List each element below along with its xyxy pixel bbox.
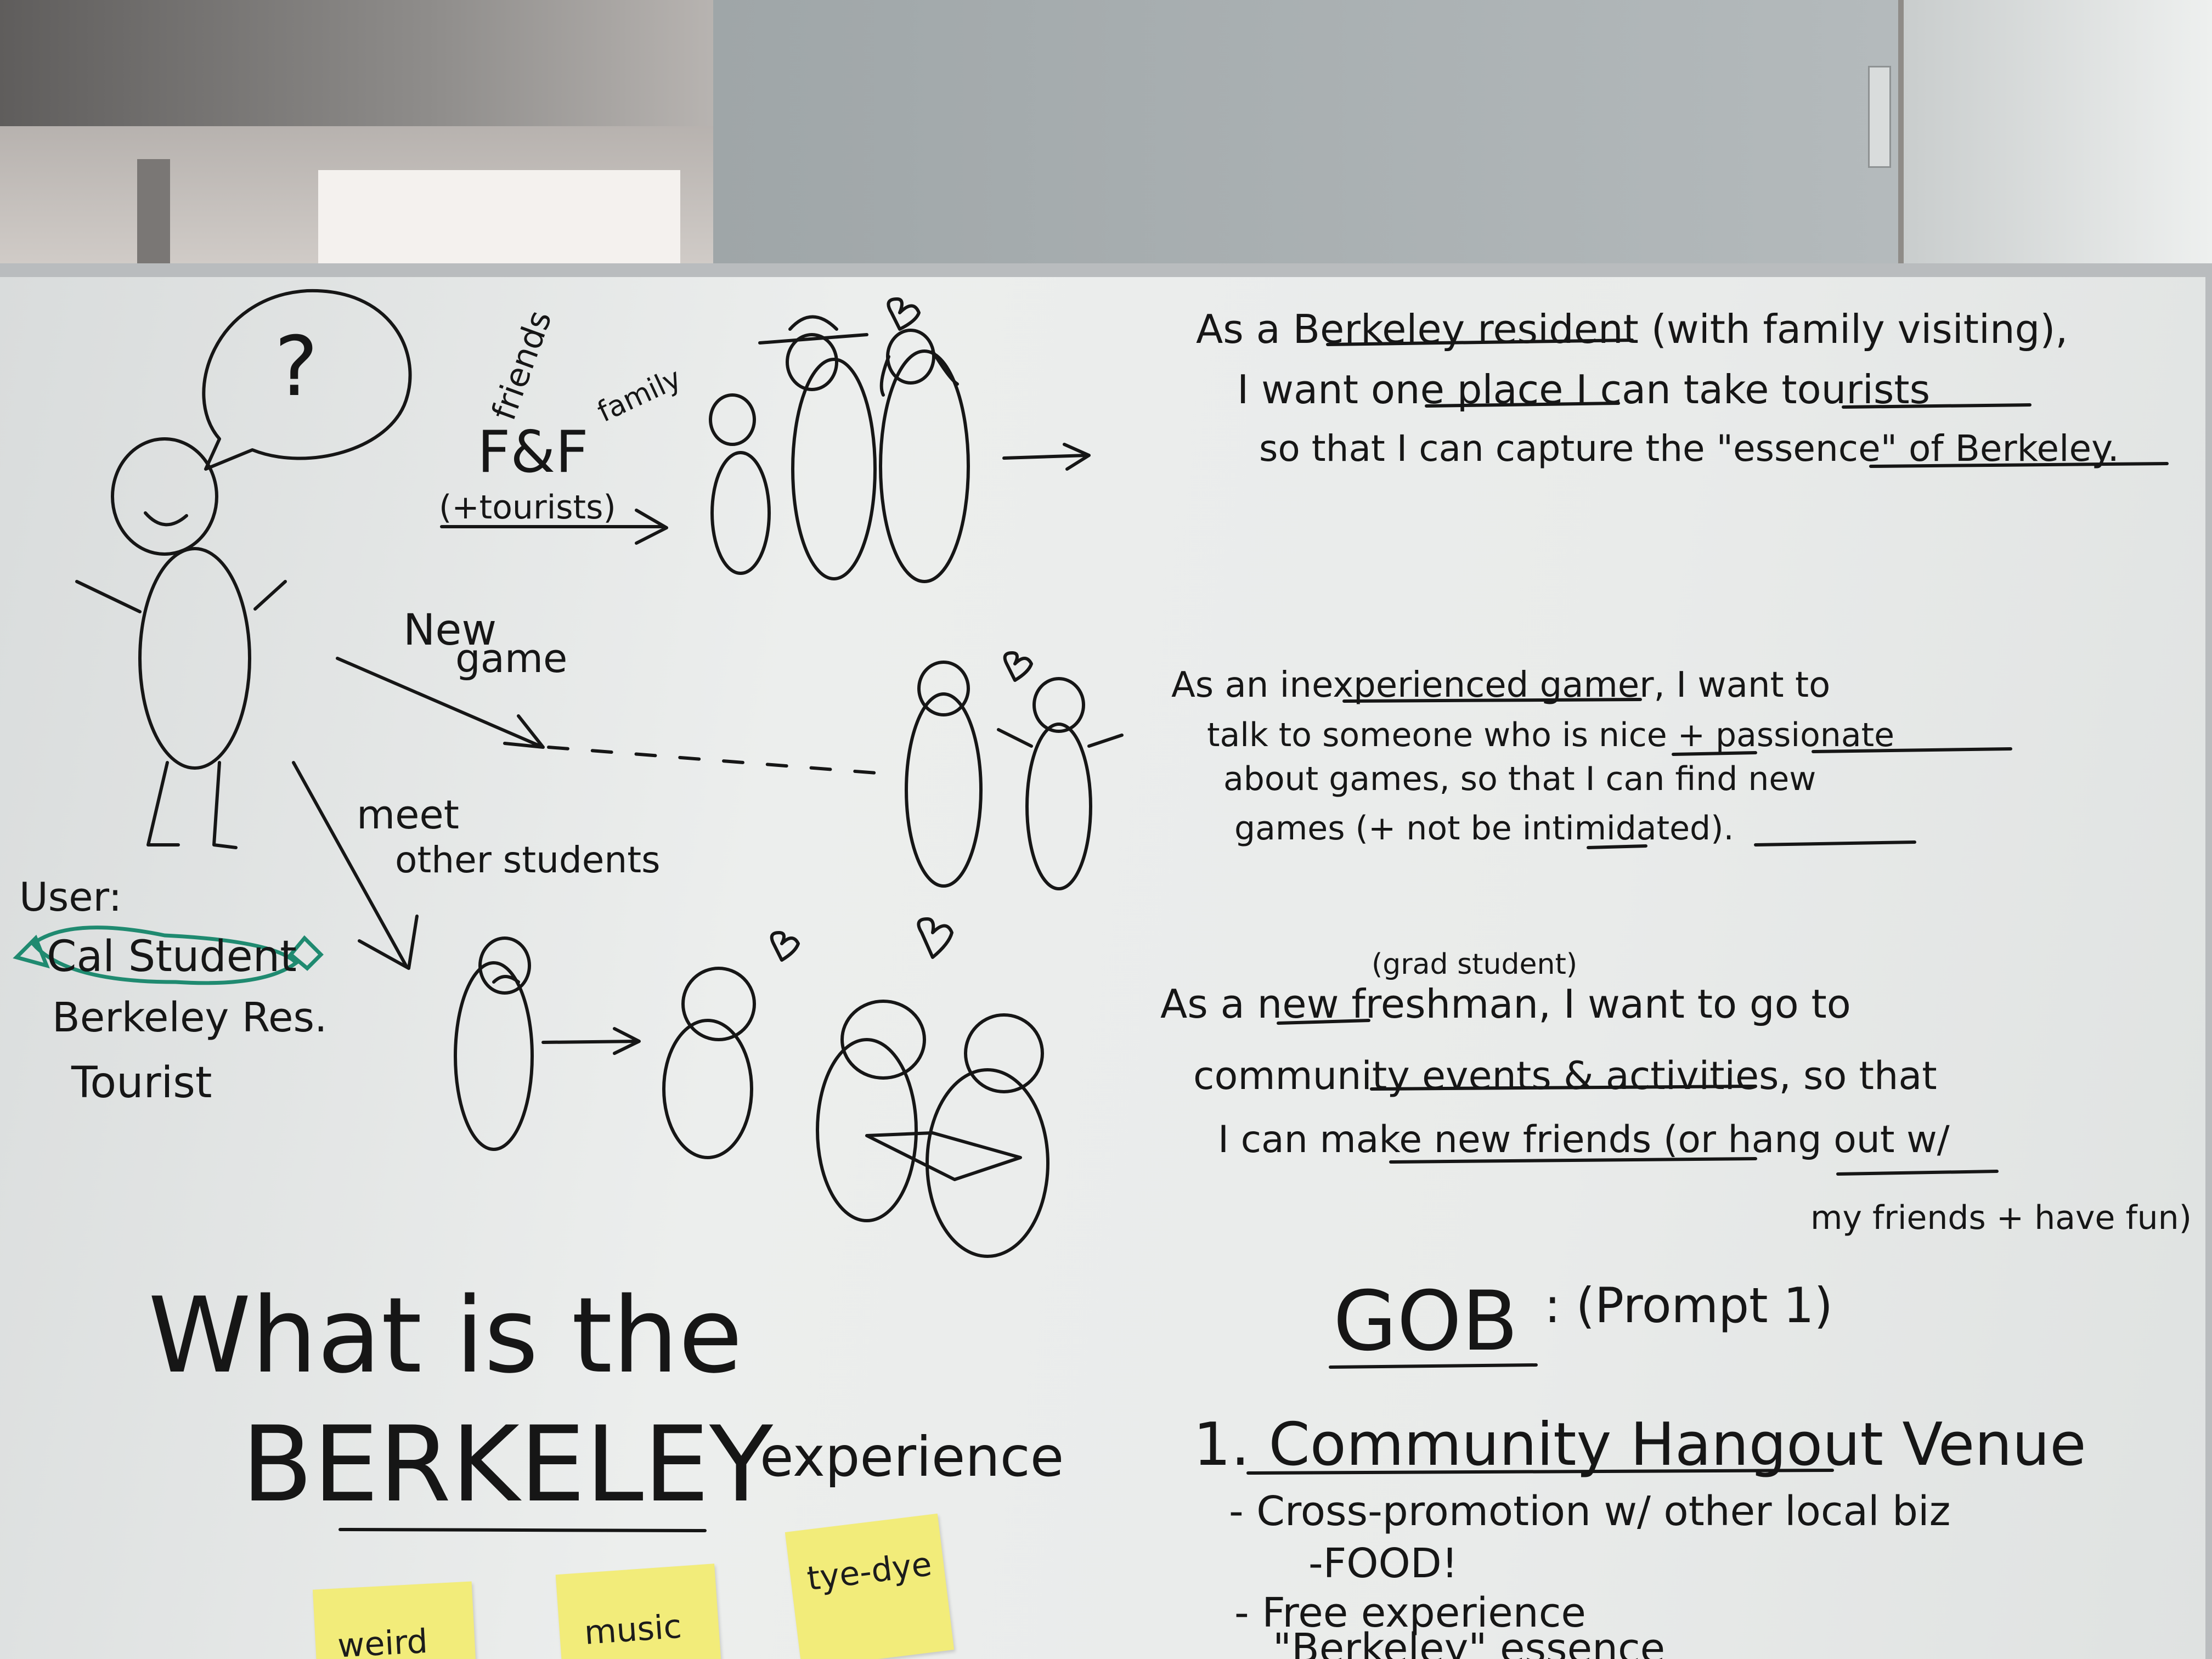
question-experience: experience [760,1425,1064,1489]
arrow-meet [292,761,419,970]
question-berkeley: BERKELEY [241,1404,774,1525]
user-item-tourist: Tourist [71,1058,212,1108]
sticky-note-weird: weird [312,1581,478,1659]
story2-line2: talk to someone who is nice + passionate [1207,716,1894,754]
pillar [137,159,170,274]
gob-title: GOB [1333,1274,1518,1369]
sticky-note-weird-text: weird [336,1622,429,1659]
label-family: family [592,362,686,429]
label-ff: F&F [477,419,589,486]
arrow-ff [440,509,668,545]
arrow-new-game [336,657,545,749]
figure-body [138,547,251,770]
ceiling [0,0,724,126]
gob-item-4: - Free experience [1234,1589,1586,1637]
story1-line1: As a Berkeley resident (with family visi… [1196,306,2068,352]
story2-line1: As an inexperienced gamer, I want to [1171,665,1830,706]
story1-line2: I want one place I can take tourists [1237,366,1930,413]
window-light [318,170,680,274]
cal-student-highlight [30,926,300,985]
gob-item-5: "Berkeley" essence [1273,1625,1665,1659]
speech-bubble [202,289,412,471]
sticky-note-music-text: music [583,1607,683,1652]
story3-note: (grad student) [1372,948,1577,981]
sticky-note-tye-dye: tye-dye [785,1513,955,1659]
door-hinge [1868,66,1891,168]
label-other-students: other students [395,839,661,881]
label-new: New [403,606,496,655]
bubble-question-mark: ? [274,319,318,415]
label-tourists: (+tourists) [439,488,616,527]
user-item-cal-student: Cal Student [47,932,297,981]
gob-item-2: - Cross-promotion w/ other local biz [1229,1488,1950,1535]
question-line1: What is the [148,1275,743,1396]
gob-item-3: -FOOD! [1308,1540,1458,1587]
gob-item-1: 1. Community Hangout Venue [1193,1410,2086,1479]
story3-line1: As a new freshman, I want to go to [1160,981,1851,1027]
user-item-berkeley-res: Berkeley Res. [52,994,328,1041]
sticky-note-music: music [555,1564,723,1659]
figure-smile [144,511,188,527]
gob-item-underline [1246,1469,1834,1475]
story2-line4: games (+ not be intimidated). [1234,809,1734,848]
user-title: User: [19,874,122,920]
gob-underline [1329,1363,1538,1369]
door-right [1904,0,2212,274]
label-game: game [455,635,567,681]
gob-prompt: : (Prompt 1) [1544,1277,1833,1334]
berkeley-underline [338,1528,707,1532]
figure-head [111,437,218,556]
story3-line2: community events & activities, so that [1193,1053,1937,1098]
figure-legs [146,761,238,849]
sticky-note-tye-dye-text: tye-dye [805,1545,934,1599]
arrow-dotted [547,746,885,775]
story1-line3: so that I can capture the "essence" of B… [1259,427,2119,470]
story3-line3: I can make new friends (or hang out w/ [1218,1118,1950,1161]
label-meet: meet [357,792,459,838]
figure-arms [75,580,287,613]
arrow-stories-1 [1002,443,1091,471]
background-panel [713,0,1898,274]
story3-line4: my friends + have fun) [1810,1199,2192,1237]
whiteboard [0,277,2205,1659]
story2-line3: about games, so that I can find new [1223,760,1816,798]
label-friends: friends [484,306,559,425]
